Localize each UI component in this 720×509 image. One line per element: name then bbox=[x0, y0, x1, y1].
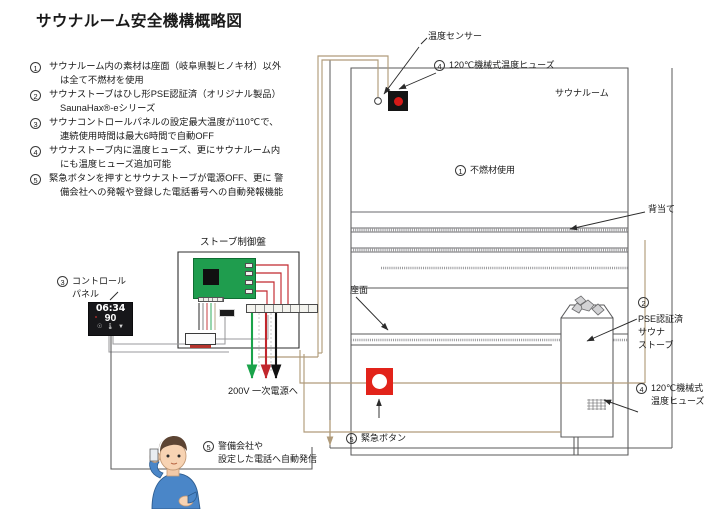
sensor-wiring-tan bbox=[258, 55, 389, 358]
note-text-2: サウナストーブはひし形PSE認証済（オリジナル製品） SaunaHax®-eシリ… bbox=[49, 89, 281, 113]
control-panel-wiring bbox=[108, 313, 229, 353]
sauna-room-label: サウナルーム bbox=[555, 88, 609, 98]
room-temperature-fuse-indicator bbox=[393, 96, 403, 106]
auto-dispatch-number: 5 bbox=[203, 441, 214, 452]
auto-dispatch-label: 5 警備会社や 設定した電話へ自動発信 bbox=[203, 440, 317, 466]
pcb-bottom-connector bbox=[198, 297, 224, 302]
stove-temp-fuse-label: 4 120℃機械式 温度ヒューズ bbox=[636, 382, 705, 408]
sauna-control-panel-device[interactable]: 06:34 90 ☉ 🌡 ▼ bbox=[88, 302, 133, 336]
pcb-microcontroller-chip bbox=[203, 269, 219, 285]
power-200v-dashed bbox=[258, 313, 272, 372]
leader-lines bbox=[109, 37, 646, 418]
note-item-5: 5 緊急ボタンを押すとサウナストーブが電源OFF、更に 警 備会社への発報や登録… bbox=[30, 172, 283, 199]
note-text-1: サウナルーム内の素材は座面（岐阜県製ヒノキ材）以外 は全て不燃材を使用 bbox=[49, 61, 282, 85]
pcb-terminal-4 bbox=[245, 289, 253, 294]
note-number-3: 3 bbox=[30, 116, 49, 129]
control-cabinet-outline bbox=[177, 251, 300, 349]
pcb-terminal-2 bbox=[245, 271, 253, 276]
sauna-stones bbox=[571, 295, 605, 316]
room-temperature-fuse-device bbox=[388, 91, 408, 111]
sauna-stove bbox=[560, 317, 614, 438]
fan-icon[interactable]: ▼ bbox=[118, 324, 124, 331]
power-icon[interactable]: ☉ bbox=[97, 324, 103, 331]
pcb-terminal-1 bbox=[245, 263, 253, 268]
control-panel-time-display: 06:34 bbox=[95, 303, 126, 314]
stove-fuse-grid bbox=[587, 399, 606, 410]
note-item-4: 4 サウナストーブ内に温度ヒューズ、更にサウナルーム内 にも温度ヒューズ追加可能 bbox=[30, 144, 280, 171]
transformer-wiring bbox=[216, 315, 269, 340]
pcb-red-wires bbox=[256, 264, 289, 304]
control-panel-icon-row: ☉ 🌡 ▼ bbox=[97, 324, 124, 330]
note-item-2: 2 サウナストーブはひし形PSE認証済（オリジナル製品） SaunaHax®-e… bbox=[30, 88, 281, 115]
transformer-module bbox=[185, 333, 216, 345]
control-panel-label: 3 コントロール パネル bbox=[57, 275, 126, 301]
seat-label: 座面 bbox=[350, 285, 369, 295]
note-number-2: 2 bbox=[30, 88, 49, 101]
backrest-hatch bbox=[351, 228, 628, 270]
note-number-4: 4 bbox=[30, 144, 49, 157]
stove-temp-fuse-number: 4 bbox=[636, 383, 647, 394]
page-title: サウナルーム安全機構概略図 bbox=[36, 13, 243, 30]
room-temp-fuse-number: 4 bbox=[434, 60, 445, 71]
temperature-sensor-label: 温度センサー bbox=[428, 31, 483, 41]
note-number-1: 1 bbox=[30, 60, 49, 73]
note-item-3: 3 サウナコントロールパネルの設定最大温度が110℃で、 連続使用時間は最大6時… bbox=[30, 116, 278, 143]
person-calling-illustration bbox=[149, 436, 201, 509]
stove-power-wiring-tan bbox=[299, 240, 646, 433]
temperature-icon[interactable]: 🌡 bbox=[106, 324, 115, 331]
sauna-stove-number: 2 bbox=[638, 296, 649, 309]
terminal-block bbox=[246, 304, 318, 313]
sauna-stove-label: PSE認証済 サウナ ストーブ bbox=[638, 314, 684, 351]
room-temp-fuse-label: 4 120℃機械式温度ヒューズ bbox=[434, 59, 555, 72]
relay-module bbox=[219, 309, 235, 317]
emergency-button-number: 5 bbox=[346, 433, 357, 444]
control-panel-temperature-display: 90 bbox=[104, 311, 117, 324]
noncombustible-material-label: 1 不燃材使用 bbox=[455, 164, 515, 177]
control-panel-wire-dark bbox=[110, 336, 313, 470]
control-panel-number: 3 bbox=[57, 276, 68, 287]
pcb-terminal-3 bbox=[245, 280, 253, 285]
stove-control-pcb bbox=[193, 258, 256, 302]
note-text-3: サウナコントロールパネルの設定最大温度が110℃で、 連続使用時間は最大6時間で… bbox=[49, 117, 279, 141]
stove-legs bbox=[573, 437, 579, 455]
backrest-panels bbox=[351, 211, 628, 253]
note-number-5: 5 bbox=[30, 172, 49, 185]
emergency-button-label: 5 緊急ボタン bbox=[346, 432, 406, 445]
power-200v-wires bbox=[246, 313, 282, 380]
emergency-button-device[interactable] bbox=[366, 368, 393, 395]
noncombustible-number: 1 bbox=[455, 165, 466, 176]
temperature-sensor bbox=[374, 97, 382, 105]
emergency-button-cap bbox=[372, 374, 387, 389]
control-panel-indicator-dot bbox=[95, 316, 97, 318]
backrest-label: 背当て bbox=[648, 204, 676, 214]
control-cabinet-label: ストーブ制御盤 bbox=[200, 237, 266, 248]
power-200v-label: 200V 一次電源へ bbox=[228, 386, 298, 396]
note-item-1: 1 サウナルーム内の素材は座面（岐阜県製ヒノキ材）以外 は全て不燃材を使用 bbox=[30, 60, 281, 87]
note-text-4: サウナストーブ内に温度ヒューズ、更にサウナルーム内 にも温度ヒューズ追加可能 bbox=[49, 145, 281, 169]
note-text-5: 緊急ボタンを押すとサウナストーブが電源OFF、更に 警 備会社への発報や登録した… bbox=[49, 173, 284, 197]
pcb-bottom-wires bbox=[198, 303, 216, 330]
transformer-base bbox=[190, 345, 211, 348]
sauna-room-outline bbox=[350, 67, 629, 456]
